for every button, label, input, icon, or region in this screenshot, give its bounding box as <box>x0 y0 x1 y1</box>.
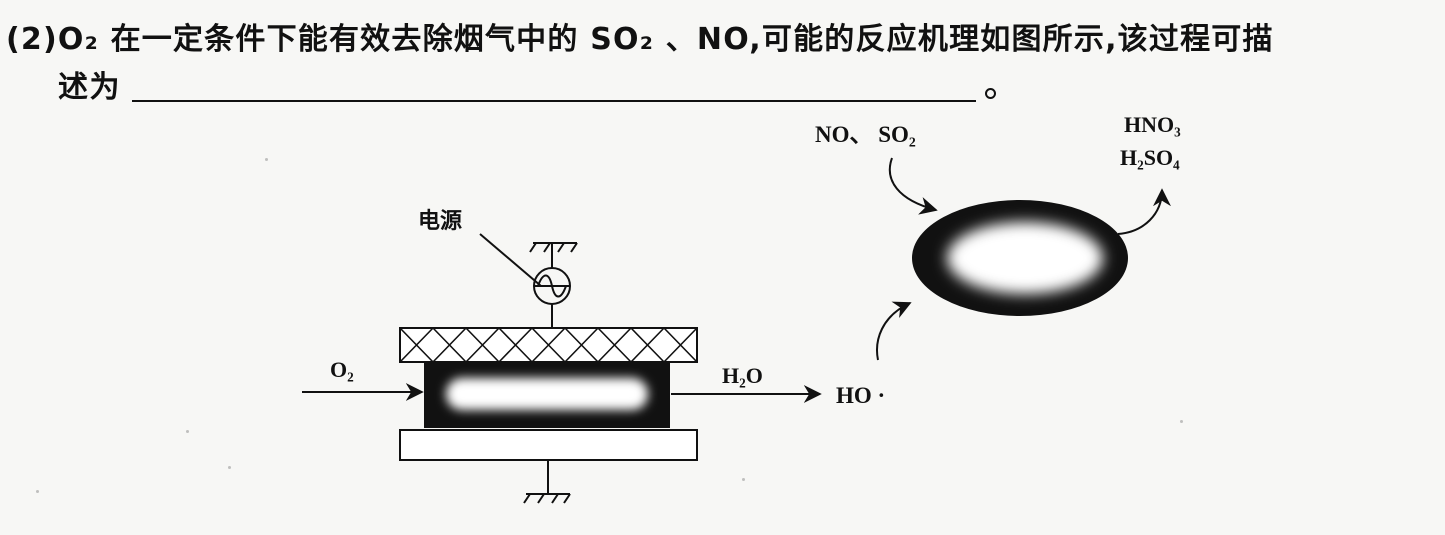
scan-speck <box>265 158 268 161</box>
top-electrode <box>399 327 698 363</box>
top-ground-symbol <box>529 242 578 268</box>
product-h2so4-label: H₂SO₄ <box>1120 145 1180 170</box>
power-source-label: 电源 <box>418 209 462 234</box>
ac-power-source-icon <box>533 267 571 328</box>
plasma-discharge-chamber <box>424 362 670 428</box>
question-text-line1: (2)O₂ 在一定条件下能有效去除烟气中的 SO₂ 、NO,可能的反应机理如图所… <box>6 22 1274 57</box>
o2-input-label: O₂ <box>330 357 354 382</box>
scan-speck <box>186 430 189 433</box>
hydroxyl-radical-label: HO · <box>836 383 885 408</box>
period-mark <box>985 88 996 99</box>
scan-speck <box>742 478 745 481</box>
ring-to-products-arrow <box>1117 188 1171 235</box>
power-label-leader-line <box>479 233 542 287</box>
product-hno3-label: HNO₃ <box>1124 112 1181 137</box>
bottom-electrode <box>399 429 698 461</box>
scan-speck <box>228 466 231 469</box>
reactants-to-ring-arrow <box>888 157 938 215</box>
scan-speck <box>1180 420 1183 423</box>
answer-blank-line[interactable] <box>132 100 976 102</box>
radical-to-ring-arrow <box>876 301 912 361</box>
question-text-line2: 述为 <box>58 70 121 105</box>
reaction-ring <box>912 200 1128 316</box>
bottom-ground-symbol <box>523 460 571 504</box>
scan-speck <box>36 490 39 493</box>
reactants-label: NO、 SO₂ <box>815 122 916 147</box>
h2o-output-label: H₂O <box>722 363 763 388</box>
